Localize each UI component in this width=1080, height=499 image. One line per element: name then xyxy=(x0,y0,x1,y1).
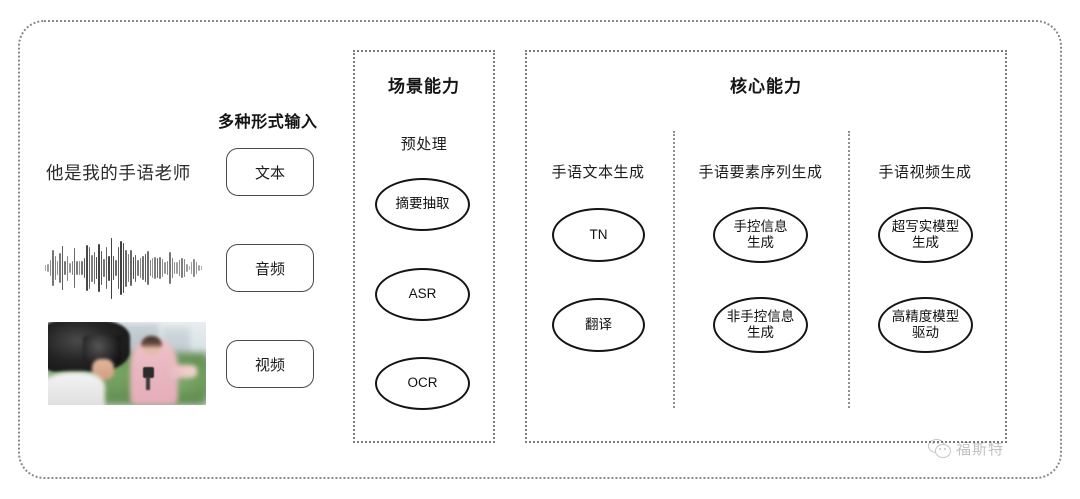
core-capability-panel: 核心能力 xyxy=(525,50,1007,443)
core-node-highprecision-model-driving[interactable]: 高精度模型 驱动 xyxy=(878,297,973,353)
scene-node-asr[interactable]: ASR xyxy=(375,268,470,321)
video-thumbnail-icon xyxy=(48,322,206,405)
core-column-1-header: 手语文本生成 xyxy=(551,164,645,181)
core-column-2-header: 手语要素序列生成 xyxy=(698,164,823,181)
core-node-nonmanual-info-generation-label: 非手控信息 生成 xyxy=(726,308,795,340)
core-node-translation[interactable]: 翻译 xyxy=(552,298,645,352)
scene-node-ocr-label: OCR xyxy=(407,375,438,391)
scene-node-summary-extraction[interactable]: 摘要抽取 xyxy=(375,178,470,231)
core-node-manual-info-generation-label: 手控信息 生成 xyxy=(733,218,788,250)
modality-chip-audio-label: 音频 xyxy=(254,260,285,278)
scene-node-summary-extraction-label: 摘要抽取 xyxy=(395,196,450,212)
core-node-tn[interactable]: TN xyxy=(552,208,645,262)
modality-chip-video-label: 视频 xyxy=(254,356,285,374)
outer-dotted-frame xyxy=(18,20,1062,479)
scene-panel-title: 场景能力 xyxy=(388,77,460,96)
modality-chip-video[interactable]: 视频 xyxy=(226,340,314,388)
scene-panel-subtitle: 预处理 xyxy=(400,136,448,153)
core-panel-title: 核心能力 xyxy=(730,77,802,96)
core-node-nonmanual-info-generation[interactable]: 非手控信息 生成 xyxy=(713,297,808,353)
core-node-translation-label: 翻译 xyxy=(585,316,612,332)
watermark-text: 福斯特 xyxy=(956,441,1005,458)
core-node-tn-label: TN xyxy=(589,226,608,242)
scene-node-ocr[interactable]: OCR xyxy=(375,357,470,410)
input-section-heading: 多种形式输入 xyxy=(218,114,318,131)
sample-input-text: 他是我的手语老师 xyxy=(46,163,191,183)
core-column-3-header: 手语视频生成 xyxy=(878,164,972,181)
wechat-bubbles-icon xyxy=(928,438,951,459)
core-node-photorealistic-model-generation-label: 超写实模型 生成 xyxy=(891,218,960,250)
core-node-highprecision-model-driving-label: 高精度模型 驱动 xyxy=(891,308,960,340)
core-column-divider-2 xyxy=(848,131,850,408)
core-node-photorealistic-model-generation[interactable]: 超写实模型 生成 xyxy=(878,207,973,263)
modality-chip-text-label: 文本 xyxy=(254,164,285,182)
scene-capability-panel: 场景能力 预处理 xyxy=(353,50,495,443)
modality-chip-audio[interactable]: 音频 xyxy=(226,244,314,292)
core-column-divider-1 xyxy=(673,131,675,408)
watermark: 福斯特 xyxy=(928,438,1004,459)
modality-chip-text[interactable]: 文本 xyxy=(226,148,314,196)
core-node-manual-info-generation[interactable]: 手控信息 生成 xyxy=(713,207,808,263)
scene-node-asr-label: ASR xyxy=(408,286,437,302)
waveform-icon xyxy=(44,237,203,299)
